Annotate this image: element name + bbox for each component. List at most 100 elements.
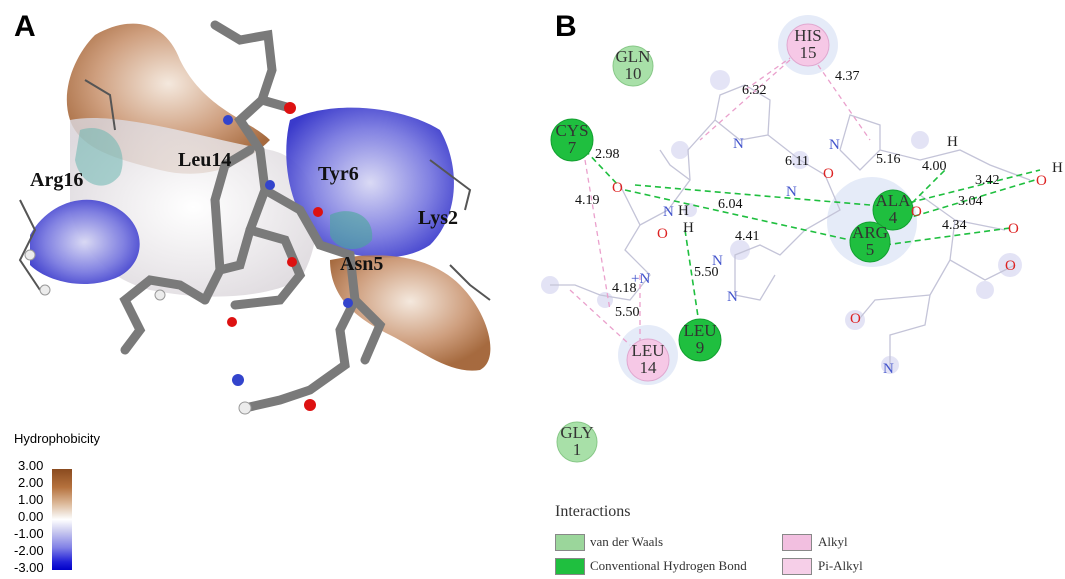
- legend-label-conventional-hydrogen-bond: Conventional Hydrogen Bond: [590, 558, 747, 573]
- surface-brown-lower-right: [330, 255, 491, 371]
- atom-n6: N: [727, 289, 738, 305]
- atom-o6: O: [1008, 221, 1019, 237]
- atom-n7: N: [883, 361, 894, 377]
- atom-o8: O: [850, 311, 861, 327]
- distance-4-19: 4.19: [575, 193, 600, 208]
- residue-arg5-name: ARG: [852, 223, 888, 242]
- legend-label-pi-alkyl: Pi-Alkyl: [818, 558, 863, 573]
- legend-label-van-der-waals: van der Waals: [590, 534, 664, 549]
- residue-leu14: LEU 14: [626, 338, 670, 382]
- residue-ala4-number: 4: [889, 208, 898, 227]
- thin-lines: [18, 79, 491, 301]
- atom-glows: [541, 70, 1022, 374]
- atom-o5: O: [1036, 173, 1047, 189]
- hydrogen-atoms: [24, 249, 252, 415]
- distance-5-50-b: 5.50: [615, 305, 640, 320]
- atom-o7: O: [1005, 258, 1016, 274]
- residue-gly1-name: GLY: [560, 423, 593, 442]
- legend-label-alkyl: Alkyl: [818, 534, 848, 549]
- surface-blue-right: [286, 107, 454, 258]
- label-leu14: Leu14: [178, 149, 231, 171]
- residue-ala4: ALA 4: [872, 189, 914, 231]
- label-arg16: Arg16: [30, 169, 83, 191]
- atom-letters: O O O O O O O O N N N N N N N +N H H H H: [612, 134, 1063, 377]
- distance-2-98: 2.98: [595, 147, 620, 162]
- oxygen-atoms: [227, 102, 323, 411]
- atom-n-plus: +N: [631, 271, 650, 287]
- residue-leu9: LEU 9: [678, 318, 722, 362]
- hydrophobicity-tick-2: 1.00: [18, 492, 44, 507]
- hydrophobicity-tick-5: -2.00: [14, 543, 44, 558]
- residue-ala4-name: ALA: [876, 191, 912, 210]
- hydrophobicity-tick-1: 2.00: [18, 475, 44, 490]
- panel-a-molecule: Arg16 Leu14 Tyr6 Lys2 Asn5: [18, 20, 491, 415]
- distance-4-41: 4.41: [735, 229, 760, 244]
- surface-teal-2: [330, 211, 373, 250]
- distance-3-04: 3.04: [958, 194, 983, 209]
- label-asn5: Asn5: [340, 253, 383, 275]
- residue-gln10: GLN 10: [612, 45, 654, 87]
- hydrophobicity-title: Hydrophobicity: [14, 431, 100, 446]
- residue-cys7-number: 7: [568, 138, 577, 157]
- atom-o2: O: [657, 226, 668, 242]
- residue-his15-number: 15: [800, 43, 817, 62]
- distance-5-16: 5.16: [876, 152, 901, 167]
- hydrophobicity-tick-4: -1.00: [14, 526, 44, 541]
- panel-b-letter: B: [555, 10, 577, 43]
- ligand-skeleton: [550, 84, 1031, 370]
- atom-n1: N: [733, 136, 744, 152]
- distance-labels: 6.32 4.37 2.98 6.11 5.16 4.00 3.42 4.19 …: [575, 69, 1000, 320]
- residue-cys7: CYS 7: [550, 118, 594, 162]
- distance-4-00: 4.00: [922, 159, 947, 174]
- hydrophobicity-tick-6: -3.00: [14, 560, 44, 575]
- residue-leu9-number: 9: [696, 338, 705, 357]
- residue-his15-name: HIS: [794, 26, 821, 45]
- legend-swatch-pi-alkyl: [782, 558, 812, 575]
- distance-6-04: 6.04: [718, 197, 743, 212]
- hydrophobicity-tick-0: 3.00: [18, 458, 44, 473]
- atom-h2: H: [683, 220, 694, 236]
- surface-blue-left: [30, 199, 140, 285]
- atom-n2: N: [663, 204, 674, 220]
- hydrophobicity-colorbar: [52, 469, 72, 570]
- atom-n4: N: [829, 137, 840, 153]
- distance-4-34: 4.34: [942, 218, 967, 233]
- hydrophobicity-tick-3: 0.00: [18, 509, 44, 524]
- nitrogen-atoms: [223, 115, 353, 386]
- alkyl-interactions: [569, 57, 871, 346]
- legend-title: Interactions: [555, 503, 631, 520]
- residue-leu14-number: 14: [640, 358, 658, 377]
- residue-arg5: ARG 5: [849, 221, 891, 263]
- distance-3-42: 3.42: [975, 173, 1000, 188]
- residue-halos: [618, 15, 917, 385]
- residue-arg5-number: 5: [866, 240, 875, 259]
- residue-gly1-number: 1: [573, 440, 582, 459]
- label-lys2: Lys2: [418, 207, 458, 229]
- atom-n3: N: [786, 184, 797, 200]
- panel-a-letter: A: [14, 10, 36, 43]
- atom-h1: H: [678, 203, 689, 219]
- distance-6-11: 6.11: [785, 154, 809, 169]
- atom-n5: N: [712, 253, 723, 269]
- distance-4-37: 4.37: [835, 69, 860, 84]
- residue-cys7-name: CYS: [555, 121, 588, 140]
- distance-5-50-a: 5.50: [694, 265, 719, 280]
- atom-o1: O: [612, 180, 623, 196]
- legend-swatch-alkyl: [782, 534, 812, 551]
- surface-teal: [75, 128, 123, 186]
- residue-leu9-name: LEU: [683, 321, 716, 340]
- residue-leu14-name: LEU: [631, 341, 664, 360]
- atom-h4: H: [1052, 160, 1063, 176]
- atom-o4: O: [911, 204, 922, 220]
- label-tyr6: Tyr6: [318, 163, 359, 185]
- legend-swatch-van-der-waals: [555, 534, 585, 551]
- distance-4-18: 4.18: [612, 281, 637, 296]
- stick-model: [119, 20, 386, 413]
- hydrogen-bond-interactions: [584, 149, 1041, 331]
- residue-gln10-name: GLN: [616, 47, 651, 66]
- residue-gln10-number: 10: [625, 64, 642, 83]
- atom-o3: O: [823, 166, 834, 182]
- residue-his15: HIS 15: [786, 23, 830, 67]
- panel-b-interaction-diagram: GLN 10 HIS 15 CYS 7 ALA 4 ARG 5 LEU 9: [541, 15, 1063, 463]
